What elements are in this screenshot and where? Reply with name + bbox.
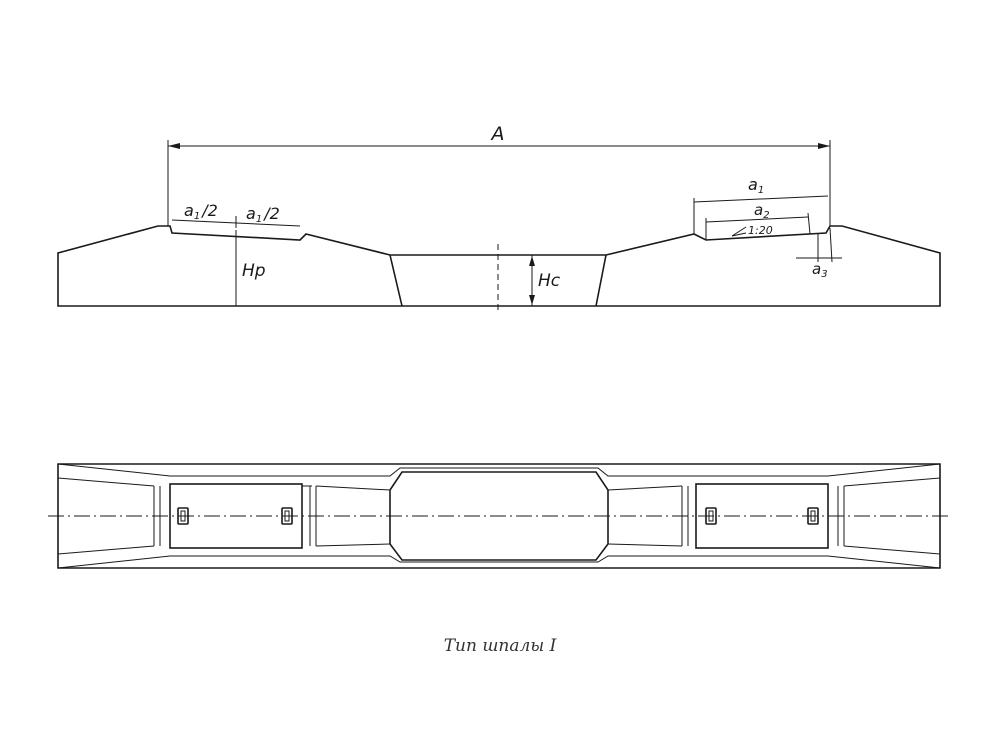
- dim-a-label: A: [490, 123, 505, 145]
- right-wedge-bottom: [843, 545, 941, 555]
- hc-label: Hc: [538, 271, 561, 291]
- left-wedge-bottom: [57, 545, 155, 555]
- middle-right-taper-top: [607, 485, 683, 491]
- a1-label: a1: [748, 175, 764, 196]
- dim-a1-line: [693, 195, 829, 203]
- dim-hc-arrow-bottom: [529, 295, 535, 305]
- side-view-outline: [57, 225, 941, 307]
- dim-a2-ext-right: [807, 212, 811, 235]
- slope-label: 1:20: [748, 224, 773, 237]
- side-view: A a1/2 a1/2 Hp Hc a1 a2 1:20 a3: [57, 123, 941, 312]
- right-wedge-top: [843, 477, 941, 487]
- a2-label: a2: [754, 201, 770, 221]
- a1-half-right-label: a1/2: [246, 204, 280, 225]
- plan-middle-section: [389, 471, 609, 561]
- hp-label: Hp: [242, 261, 266, 281]
- dim-a2-line: [705, 216, 809, 223]
- plan-top-taper: [57, 463, 941, 477]
- middle-right-taper-bottom: [607, 543, 683, 547]
- plan-view: [48, 463, 950, 569]
- slope-icon: [731, 226, 747, 237]
- left-wedge-top: [57, 477, 155, 487]
- middle-left-taper-top: [315, 485, 391, 491]
- middle-right-wall: [595, 254, 607, 307]
- dim-a-arrow-right: [818, 143, 830, 149]
- a1-half-left-label: a1/2: [184, 201, 218, 222]
- dim-a3-ext-2: [829, 227, 833, 263]
- figure-caption: Тип шпалы I: [443, 636, 557, 656]
- a3-label: a3: [812, 260, 828, 280]
- plan-bottom-taper: [57, 555, 941, 569]
- dim-hc-arrow-top: [529, 256, 535, 266]
- middle-left-wall: [389, 254, 403, 307]
- middle-left-taper-bottom: [315, 543, 391, 547]
- dim-a-arrow-left: [168, 143, 180, 149]
